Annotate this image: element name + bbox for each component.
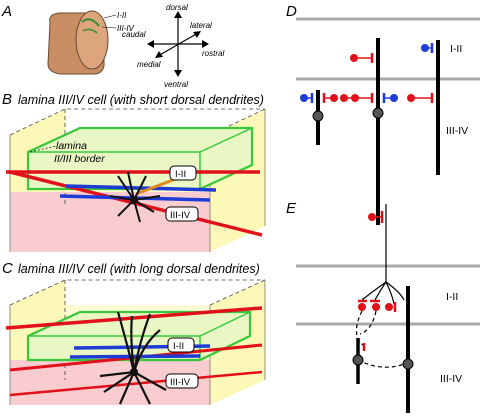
panel-b-letter: B — [2, 91, 12, 108]
synapse-red — [350, 53, 374, 63]
lamina-border-edge — [199, 127, 253, 153]
panel-d: D I-II III-IV — [286, 3, 480, 225]
neuron-soma — [372, 107, 384, 119]
border-label-pointer — [29, 145, 57, 153]
dashed-connection — [355, 310, 365, 347]
orange-fibre-branch — [135, 176, 179, 196]
panel-c: C lamina III/IV cell (with long dorsal d… — [2, 260, 266, 405]
panel-d-letter: D — [286, 3, 297, 20]
panel-b: B lamina III/IV cell (with short dorsal … — [2, 91, 266, 252]
synapse-red — [407, 93, 434, 103]
synapse-red — [385, 302, 397, 312]
synapse-blue — [300, 93, 314, 103]
border-label-II-III: II/III border — [54, 153, 105, 165]
interneuron-soma — [352, 354, 364, 366]
red-afferent-fibre — [9, 370, 263, 397]
box-lower-region — [10, 192, 210, 252]
box-label-bg-I-II — [167, 337, 195, 353]
panel-c-caption: lamina III/IV cell (with long dorsal den… — [18, 262, 260, 276]
lamina-border-edge — [199, 311, 251, 337]
orientation-compass — [150, 14, 206, 74]
synapse-blue — [421, 43, 434, 53]
panel-e: E I-II III-IV — [286, 200, 480, 413]
synapse-red — [358, 299, 367, 311]
synapse-red — [322, 93, 338, 103]
panel-a: A I-II III-IV dorsal ventral caudal rost… — [1, 3, 224, 89]
box-label-I-II: I-II — [173, 341, 184, 352]
synapse-blue — [382, 93, 398, 103]
neuron-soma-b — [130, 196, 138, 204]
afferent-collateral — [373, 281, 387, 303]
cord-label-I-II: I-II — [117, 11, 127, 20]
panel-c-letter: C — [2, 260, 13, 277]
dashed-connection — [359, 310, 377, 335]
afferent-terminal — [368, 211, 384, 223]
cord-pointer-line — [103, 14, 117, 19]
neuron-soma — [312, 110, 324, 122]
box-label-I-II: I-II — [175, 169, 186, 180]
panel-d-III-IV: III-IV — [446, 125, 468, 137]
panel-b-caption: lamina III/IV cell (with short dorsal de… — [18, 93, 264, 107]
synapse-red — [340, 93, 374, 103]
compass-rostral: rostral — [202, 49, 224, 58]
afferent-collateral — [385, 281, 395, 305]
blue-afferent-fibre — [69, 354, 201, 359]
border-label-lamina: lamina — [56, 140, 87, 152]
red-afferent-fibre — [9, 170, 263, 237]
panel-a-letter: A — [1, 3, 12, 20]
synapse-red — [370, 299, 380, 311]
box-label-bg-III-IV — [165, 206, 199, 222]
compass-medial: medial — [137, 60, 161, 69]
box-label-III-IV: III-IV — [170, 377, 191, 388]
cord-label-III-IV: III-IV — [117, 24, 135, 33]
box-label-bg-III-IV — [165, 373, 199, 389]
panel-d-I-II: I-II — [450, 43, 462, 55]
spinal-cord-segment-icon — [47, 10, 109, 75]
compass-lateral: lateral — [190, 21, 212, 30]
panel-e-III-IV: III-IV — [440, 373, 462, 385]
neuron-soma — [402, 358, 414, 370]
box-lower-region — [10, 360, 210, 405]
panel-e-letter: E — [286, 200, 297, 217]
panel-e-I-II: I-II — [446, 291, 458, 303]
afferent-collateral — [361, 281, 387, 301]
afferent-collateral — [385, 281, 405, 301]
compass-caudal: caudal — [122, 30, 146, 39]
red-afferent-fibre — [5, 306, 263, 330]
compass-dorsal: dorsal — [166, 3, 188, 12]
cord-pointer-line — [101, 26, 117, 29]
neuron-soma-c — [130, 368, 138, 376]
compass-ventral: ventral — [164, 80, 188, 89]
box-label-III-IV: III-IV — [170, 210, 191, 221]
lamina-III-IV-neuron-c — [99, 311, 167, 405]
box-label-bg-I-II — [169, 165, 197, 181]
dashed-connection — [357, 359, 405, 368]
compass-arrowheads — [147, 11, 209, 77]
